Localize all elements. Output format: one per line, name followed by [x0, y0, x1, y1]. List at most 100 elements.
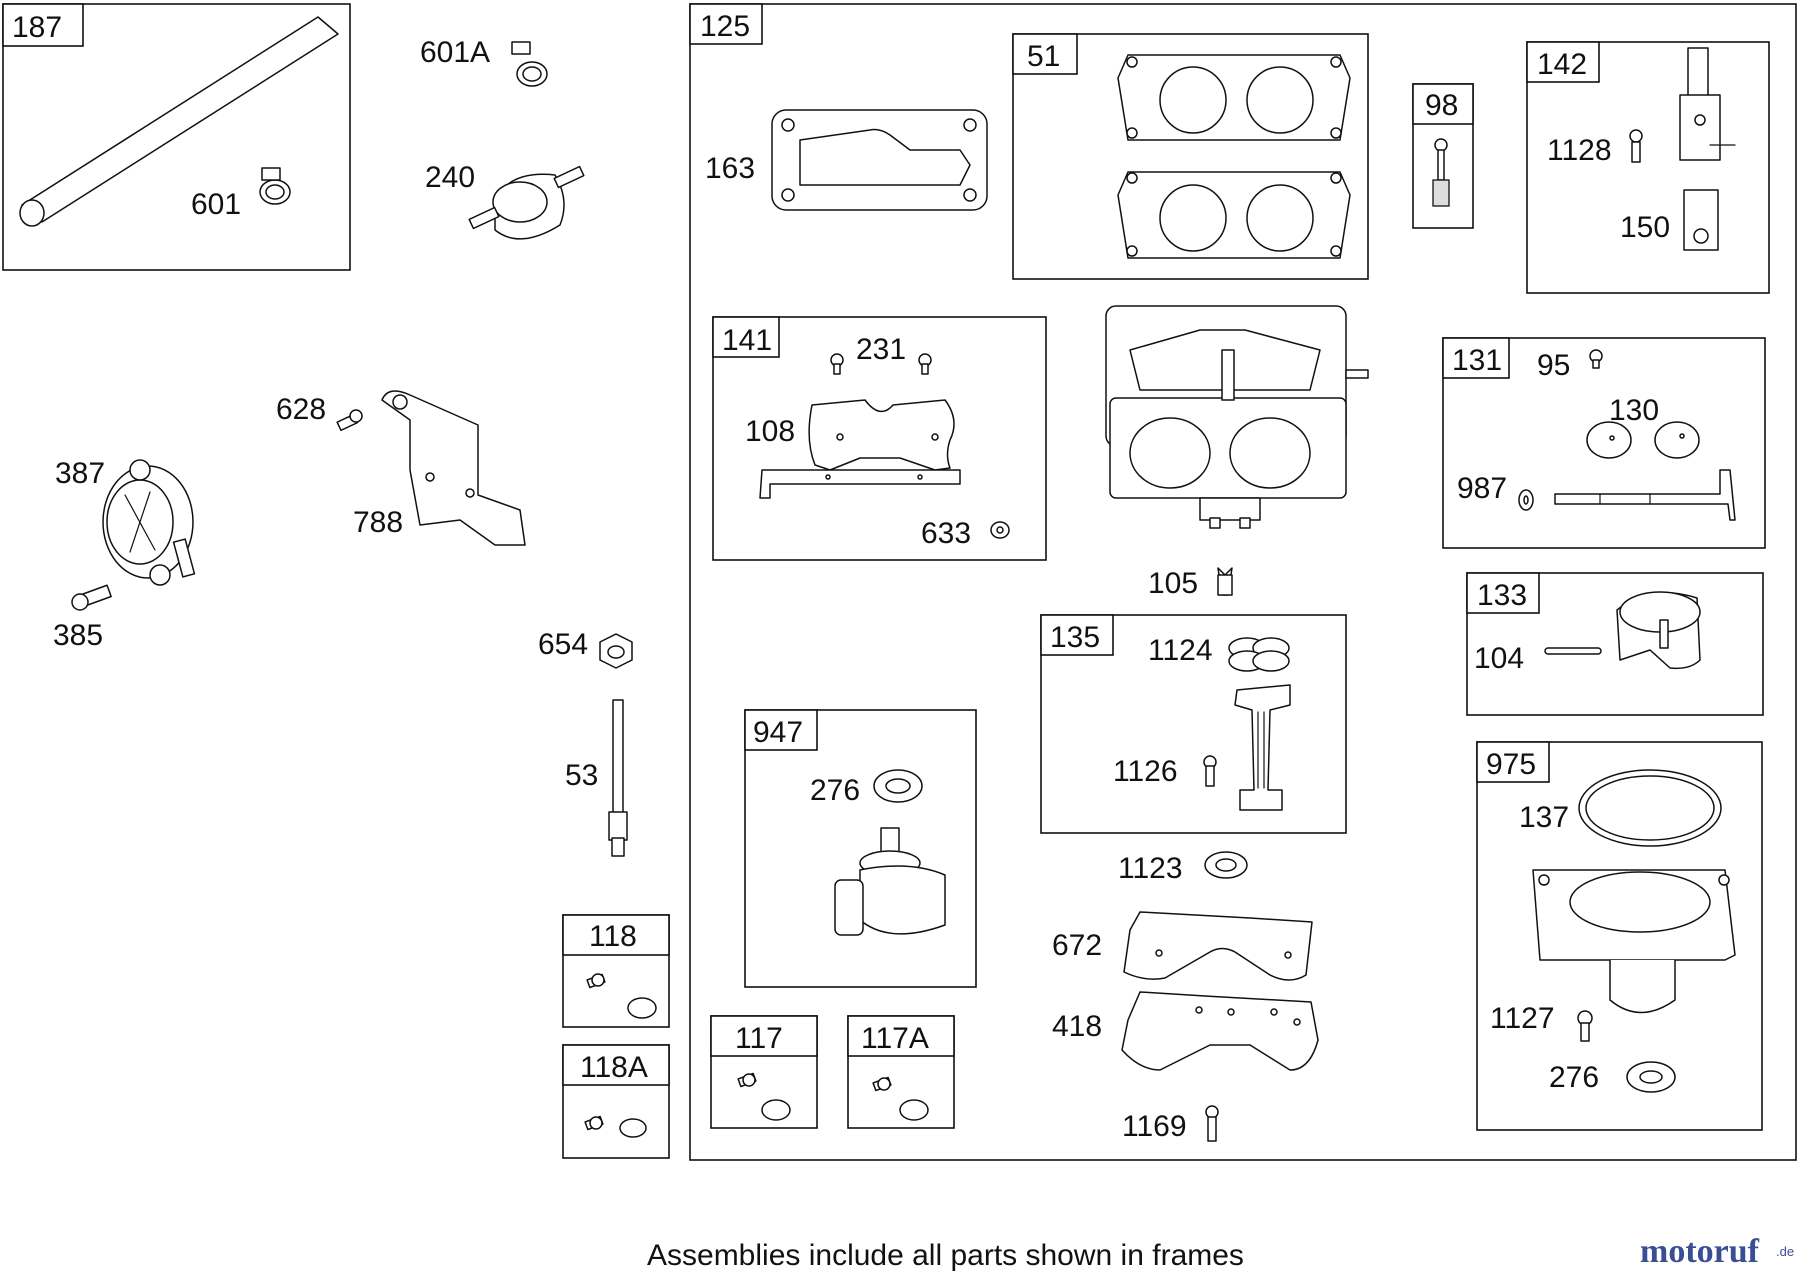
washer-276 — [873, 769, 923, 803]
frame-187: 187 601 — [2, 3, 351, 271]
fuel-line-hose — [19, 16, 339, 227]
carburetor-body — [1105, 305, 1369, 529]
frame-label-131: 131 — [1452, 344, 1502, 377]
callout-231: 231 — [856, 333, 906, 366]
frame-135: 135 — [1040, 614, 1347, 834]
governor-plate-108 — [808, 399, 955, 471]
brand-logo-tld: .de — [1776, 1244, 1794, 1259]
hose-clamp-601 — [259, 167, 291, 205]
fuel-filter-240 — [468, 165, 585, 240]
frame-131: 131 — [1442, 337, 1766, 549]
frame-98: 98 — [1412, 83, 1474, 229]
gasket-163 — [771, 109, 988, 211]
gasket-51-lower — [1117, 171, 1351, 259]
frame-142: 142 — [1526, 41, 1770, 294]
gasket-418 — [1121, 991, 1319, 1071]
frame-975: 975 — [1476, 741, 1763, 1131]
fuel-pump-387 — [102, 459, 196, 586]
nut-654 — [599, 633, 633, 669]
frame-51: 51 — [1012, 33, 1369, 280]
hose-clamp-601A — [511, 41, 548, 87]
callout-387: 387 — [55, 457, 105, 490]
callout-1169: 1169 — [1122, 1110, 1187, 1143]
frame-label-98: 98 — [1425, 89, 1458, 122]
callout-53: 53 — [565, 759, 598, 792]
fuel-tube-assembly — [1234, 684, 1291, 811]
callout-601: 601 — [191, 188, 241, 221]
callout-987: 987 — [1457, 472, 1507, 505]
frame-label-975: 975 — [1486, 748, 1536, 781]
callout-95: 95 — [1537, 349, 1570, 382]
callout-601A: 601A — [420, 36, 490, 69]
callout-654: 654 — [538, 628, 588, 661]
callout-137: 137 — [1519, 801, 1569, 834]
float-needle-105 — [1217, 567, 1233, 596]
callout-633: 633 — [921, 517, 971, 550]
frame-117A: 117A — [847, 1015, 955, 1129]
air-horn-adapter — [1532, 869, 1736, 1014]
callout-628: 628 — [276, 393, 326, 426]
callout-130: 130 — [1609, 394, 1659, 427]
frame-label-142: 142 — [1537, 48, 1587, 81]
washer-987 — [1518, 489, 1534, 511]
frame-label-947: 947 — [753, 716, 803, 749]
bracket-788 — [381, 390, 526, 546]
callout-276a: 276 — [810, 774, 860, 807]
linkage-rod — [759, 469, 961, 499]
callout-105: 105 — [1148, 567, 1198, 600]
frame-141: 141 — [712, 316, 1047, 561]
callout-1126: 1126 — [1113, 755, 1178, 788]
screw-1127 — [1577, 1010, 1593, 1042]
throttle-plates-130 — [1586, 421, 1700, 459]
screw-1169 — [1205, 1105, 1219, 1142]
callout-385: 385 — [53, 619, 103, 652]
washer-1123 — [1204, 851, 1248, 879]
frame-117: 117 — [710, 1015, 818, 1129]
throttle-shaft — [1554, 469, 1736, 521]
frame-label-141: 141 — [722, 324, 772, 357]
o-rings-1124 — [1228, 637, 1290, 672]
callout-104: 104 — [1474, 642, 1524, 675]
frame-label-125: 125 — [700, 10, 750, 43]
screw-95 — [1589, 349, 1603, 369]
gasket-137 — [1578, 769, 1722, 847]
idle-screw-and-spring-98 — [1432, 138, 1450, 207]
callout-672: 672 — [1052, 929, 1102, 962]
callout-1128: 1128 — [1547, 134, 1612, 167]
frame-label-51: 51 — [1027, 40, 1060, 73]
washer-633 — [990, 521, 1010, 539]
frame-label-135: 135 — [1050, 621, 1100, 654]
fuel-solenoid — [834, 827, 946, 936]
callout-276b: 276 — [1549, 1061, 1599, 1094]
footer-caption: Assemblies include all parts shown in fr… — [647, 1239, 1244, 1272]
frame-label-117: 117 — [735, 1022, 783, 1055]
brand-logo: motoruf — [1640, 1233, 1760, 1270]
callout-108: 108 — [745, 415, 795, 448]
screw-1126 — [1203, 755, 1217, 787]
screw-1128 — [1629, 129, 1643, 163]
callout-1127: 1127 — [1490, 1002, 1555, 1035]
throttle-plate-bracket — [1679, 47, 1736, 161]
gasket-51-upper — [1117, 54, 1351, 141]
callout-240: 240 — [425, 161, 475, 194]
frame-947: 947 — [744, 709, 977, 988]
screw-628 — [336, 409, 363, 432]
gasket-672 — [1123, 911, 1313, 981]
screw-385 — [71, 584, 112, 611]
callout-163: 163 — [705, 152, 755, 185]
frame-label-118A: 118A — [580, 1051, 648, 1084]
screws-231 — [830, 353, 932, 375]
frame-118: 118 — [562, 914, 670, 1028]
frame-118A: 118A — [562, 1044, 670, 1159]
stud-53 — [608, 699, 628, 857]
washer-276b — [1626, 1061, 1676, 1093]
frame-label-133: 133 — [1477, 579, 1527, 612]
float-pin-104 — [1544, 647, 1602, 655]
frame-125: 125 — [689, 3, 1797, 1161]
frame-label-118: 118 — [589, 920, 637, 953]
callout-418: 418 — [1052, 1010, 1102, 1043]
callout-788: 788 — [353, 506, 403, 539]
callout-150: 150 — [1620, 211, 1670, 244]
frame-133: 133 — [1466, 572, 1764, 716]
